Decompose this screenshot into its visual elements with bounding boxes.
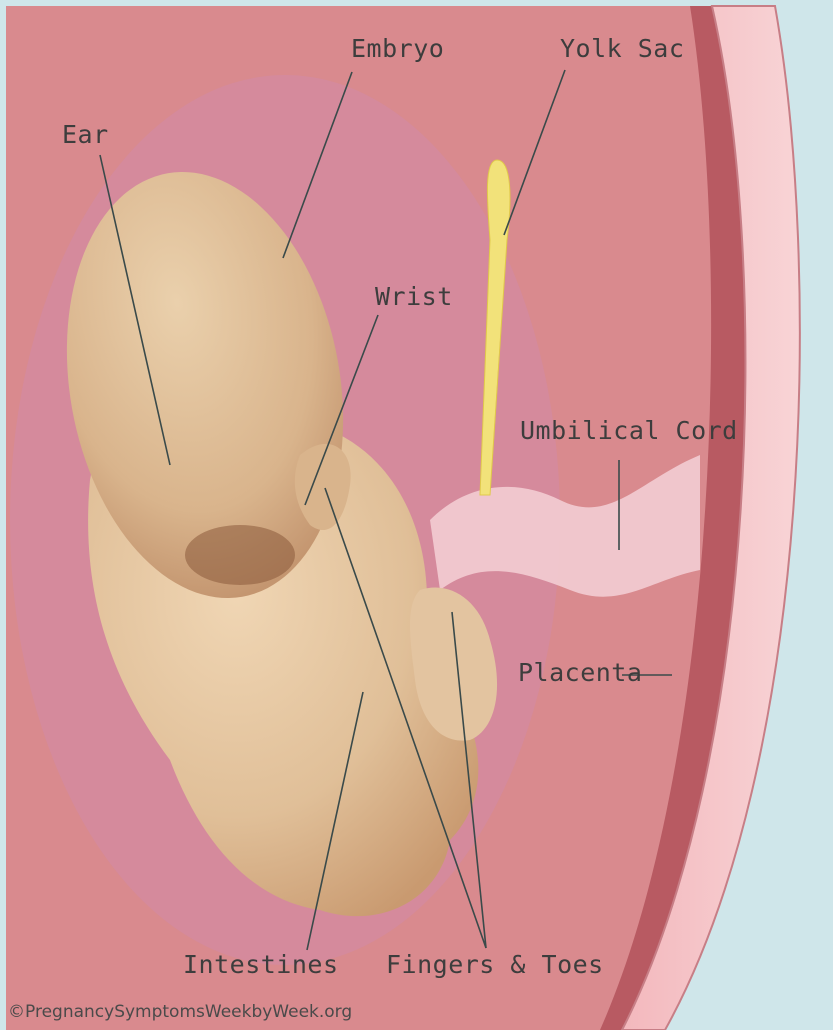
label-fingers-toes: Fingers & Toes (386, 950, 604, 979)
label-yolk-sac: Yolk Sac (560, 34, 684, 63)
label-wrist: Wrist (375, 282, 453, 311)
label-umbilical-cord: Umbilical Cord (520, 416, 738, 445)
label-ear: Ear (62, 120, 109, 149)
label-placenta: Placenta (518, 658, 642, 687)
label-embryo: Embryo (351, 34, 444, 63)
label-intestines: Intestines (183, 950, 339, 979)
copyright-credit: ©PregnancySymptomsWeekbyWeek.org (8, 1002, 352, 1022)
embryo-mouth-shading (185, 525, 295, 585)
